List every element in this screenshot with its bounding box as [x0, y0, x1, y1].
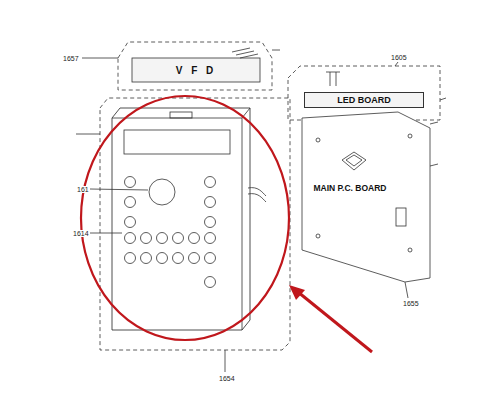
callout-number: 1605: [390, 54, 408, 61]
button: [141, 253, 152, 264]
buttons: [125, 177, 216, 288]
vfd-ribbon: [232, 48, 258, 58]
main-board-outline: [302, 112, 430, 282]
button: [205, 233, 216, 244]
node-text: V F D: [176, 65, 217, 76]
leader-line: [90, 233, 122, 234]
control-panel: [112, 108, 250, 330]
callout-number: 1654: [218, 375, 236, 382]
leader-line: [405, 282, 408, 298]
callout-number: 1657: [62, 55, 80, 62]
screw: [272, 50, 280, 51]
highlight-arrow: [298, 292, 372, 352]
led-outline: [288, 66, 440, 120]
hole: [408, 248, 412, 252]
leader-line: [82, 58, 118, 59]
led-connector: [326, 72, 340, 86]
button: [173, 253, 184, 264]
button: [205, 197, 216, 208]
vfd-outline: [118, 42, 272, 90]
vfd-label-box: V F D: [136, 59, 256, 81]
highlight-circle: [81, 96, 289, 340]
button: [157, 233, 168, 244]
callout-number: 1614: [72, 230, 90, 237]
button: [205, 177, 216, 188]
chip: [342, 152, 366, 170]
button: [141, 233, 152, 244]
leader-line: [90, 189, 148, 190]
button: [189, 233, 200, 244]
button: [205, 217, 216, 228]
panel-tab: [170, 112, 192, 118]
button: [125, 177, 136, 188]
button: [157, 253, 168, 264]
connector: [396, 208, 406, 226]
button: [125, 197, 136, 208]
screw: [430, 122, 438, 124]
node-text: MAIN P.C. BOARD: [313, 183, 386, 193]
callout-number: 1655: [402, 300, 420, 307]
knob: [149, 179, 175, 205]
button: [205, 253, 216, 264]
hole: [316, 234, 320, 238]
button: [125, 253, 136, 264]
node-text: LED BOARD: [337, 95, 391, 105]
wire: [248, 188, 266, 202]
button: [125, 217, 136, 228]
leader-line: [225, 350, 226, 372]
display-window: [124, 130, 230, 154]
leader-line: [395, 62, 398, 66]
button: [205, 277, 216, 288]
callout-number: 161: [76, 186, 90, 193]
button: [125, 233, 136, 244]
hole: [408, 134, 412, 138]
button: [189, 253, 200, 264]
screw: [440, 98, 446, 100]
vfd-module: [132, 58, 260, 82]
button: [173, 233, 184, 244]
main-board-label: MAIN P.C. BOARD: [308, 180, 391, 196]
led-board: LED BOARD: [304, 92, 424, 108]
panel-edge: [112, 108, 250, 330]
highlight-arrowhead: [289, 285, 305, 300]
hole: [316, 138, 320, 142]
screw: [430, 164, 438, 166]
screw: [76, 134, 100, 135]
